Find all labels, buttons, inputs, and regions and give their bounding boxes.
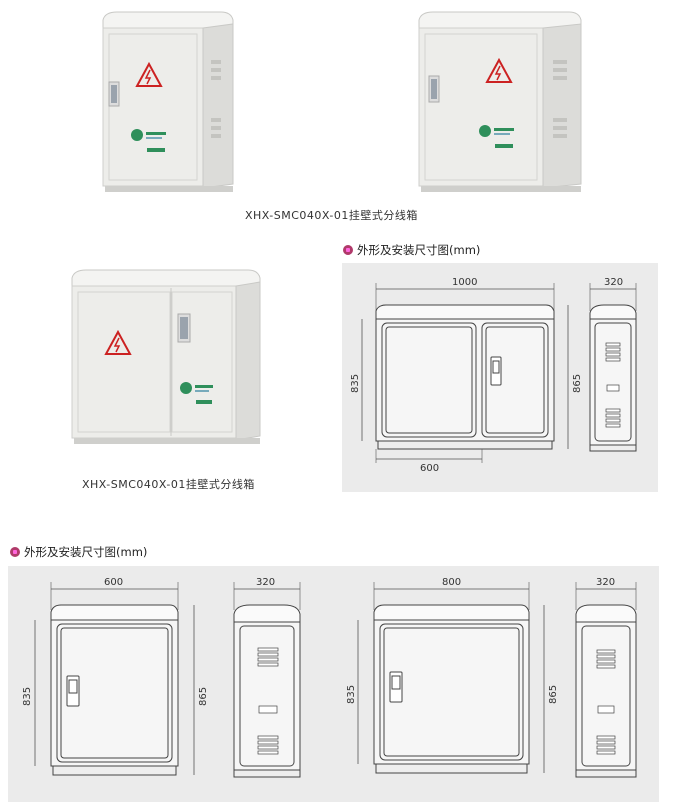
dim-a-width: 1000 xyxy=(452,277,477,288)
dim-a-door-width: 600 xyxy=(420,463,439,474)
product-photo-1 xyxy=(97,8,237,198)
section-title-dims-a: 外形及安装尺寸图(mm) xyxy=(343,242,480,258)
dimension-panel-a: 1000 835 865 600 320 xyxy=(342,263,658,492)
dim-a-depth: 320 xyxy=(604,277,623,288)
dim-b-depth: 320 xyxy=(256,577,275,588)
dim-b-outer-height: 865 xyxy=(198,687,209,706)
dim-c-inner-height: 835 xyxy=(346,685,357,704)
dim-c-outer-height: 865 xyxy=(548,685,559,704)
bullet-icon xyxy=(10,547,20,557)
product-caption-mid: XHX-SMC040X-01挂壁式分线箱 xyxy=(82,478,255,491)
product-caption-top: XHX-SMC040X-01挂壁式分线箱 xyxy=(245,209,418,222)
dim-a-inner-height: 835 xyxy=(350,374,361,393)
section-title-text: 外形及安装尺寸图(mm) xyxy=(357,243,481,257)
dimension-panel-b: 600 835 865 320 800 xyxy=(8,566,659,802)
dim-c-width: 800 xyxy=(442,577,461,588)
dim-c-depth: 320 xyxy=(596,577,615,588)
product-photo-2 xyxy=(413,8,585,198)
section-title-text: 外形及安装尺寸图(mm) xyxy=(24,545,148,559)
dim-b-width: 600 xyxy=(104,577,123,588)
product-photo-3 xyxy=(68,266,264,456)
dim-b-inner-height: 835 xyxy=(22,687,33,706)
bullet-icon xyxy=(343,245,353,255)
section-title-dims-b: 外形及安装尺寸图(mm) xyxy=(10,544,147,560)
dim-a-outer-height: 865 xyxy=(572,374,583,393)
